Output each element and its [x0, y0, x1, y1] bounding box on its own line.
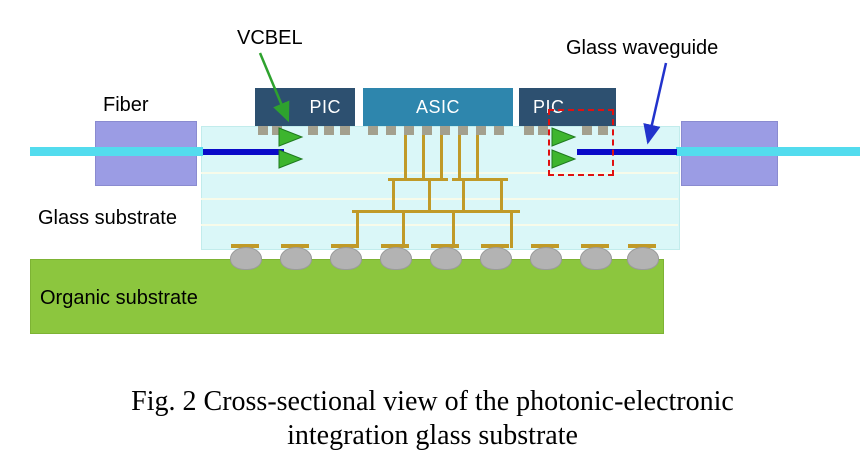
figure-caption-line2: integration glass substrate: [287, 420, 578, 451]
chip-bump: [308, 126, 318, 135]
glass-layer-line: [201, 224, 678, 226]
via-segment: [388, 178, 448, 181]
chip-bump: [404, 126, 414, 135]
via-segment: [404, 135, 407, 180]
via-segment: [440, 135, 443, 180]
pic-chip-left-label: PIC: [309, 96, 341, 117]
chip-bump: [324, 126, 334, 135]
asic-chip: ASIC: [363, 88, 513, 126]
vcsel-mirror-right-icon: [551, 127, 577, 169]
via-segment: [462, 180, 465, 212]
ball-pad: [231, 244, 259, 248]
chip-bump: [598, 126, 608, 135]
solder-ball: [530, 247, 562, 270]
organic-substrate: [30, 259, 664, 334]
solder-ball: [280, 247, 312, 270]
figure-caption-line1: Fig. 2 Cross-sectional view of the photo…: [131, 386, 734, 417]
ball-pad: [581, 244, 609, 248]
chip-bump: [386, 126, 396, 135]
highlight-box-icon: [548, 109, 614, 176]
vcsel-label: VCBEL: [237, 27, 303, 49]
solder-ball: [230, 247, 262, 270]
solder-ball: [430, 247, 462, 270]
chip-bump: [258, 126, 268, 135]
via-segment: [356, 212, 359, 248]
waveguide-arrow-icon: [643, 62, 668, 145]
via-segment: [458, 135, 461, 180]
ball-pad: [481, 244, 509, 248]
vcsel-arrow-icon: [258, 52, 290, 123]
chip-bump: [272, 126, 282, 135]
glass-layer-line: [201, 198, 678, 200]
ball-pad: [381, 244, 409, 248]
ball-pad: [281, 244, 309, 248]
organic-substrate-label: Organic substrate: [40, 287, 198, 309]
chip-bump: [494, 126, 504, 135]
via-segment: [352, 210, 520, 213]
via-segment: [422, 135, 425, 180]
glass-layer-line: [201, 172, 678, 174]
via-segment: [452, 212, 455, 248]
chip-bump: [524, 126, 534, 135]
ball-pad: [331, 244, 359, 248]
vcsel-mirror-left-icon: [278, 127, 304, 169]
glass-waveguide-left: [203, 149, 284, 155]
pic-chip-right-label: PIC: [533, 96, 565, 117]
pic-chip-right: PIC: [519, 88, 616, 126]
solder-ball: [580, 247, 612, 270]
ball-pad: [628, 244, 656, 248]
asic-chip-label: ASIC: [415, 96, 460, 117]
via-segment: [500, 180, 503, 212]
via-segment: [428, 180, 431, 212]
chip-bump: [582, 126, 592, 135]
via-segment: [476, 135, 479, 180]
solder-ball: [480, 247, 512, 270]
chip-bump: [440, 126, 450, 135]
solder-ball: [380, 247, 412, 270]
ball-pad: [531, 244, 559, 248]
chip-bump: [476, 126, 486, 135]
solder-ball: [627, 247, 659, 270]
glass-substrate-label: Glass substrate: [38, 207, 177, 229]
glass-waveguide-label: Glass waveguide: [566, 37, 719, 59]
chip-bump: [538, 126, 548, 135]
via-segment: [510, 212, 513, 248]
fiber-core-right: [676, 147, 860, 156]
chip-bump: [340, 126, 350, 135]
chip-bump: [458, 126, 468, 135]
via-segment: [402, 212, 405, 248]
solder-ball: [330, 247, 362, 270]
chip-bump: [422, 126, 432, 135]
pic-chip-left: PIC: [255, 88, 355, 126]
chip-bump: [368, 126, 378, 135]
via-segment: [452, 178, 508, 181]
ball-pad: [431, 244, 459, 248]
fiber-core-left: [30, 147, 203, 156]
glass-waveguide-right: [577, 149, 677, 155]
fiber-label: Fiber: [103, 94, 149, 116]
via-segment: [392, 180, 395, 212]
